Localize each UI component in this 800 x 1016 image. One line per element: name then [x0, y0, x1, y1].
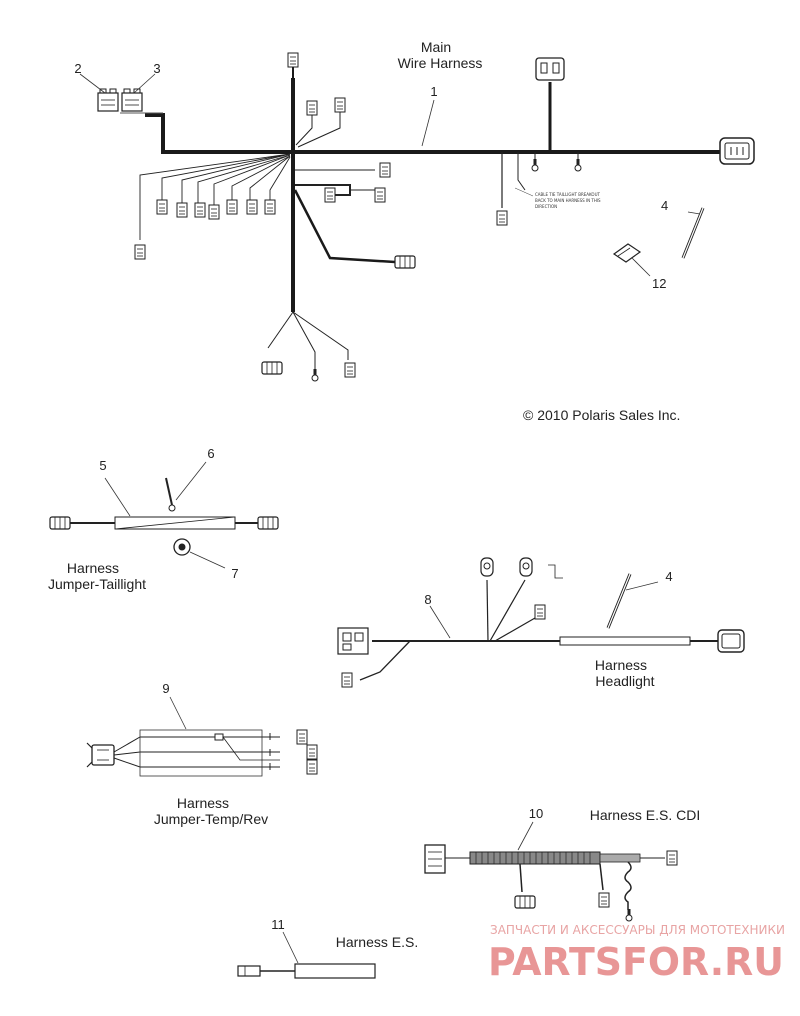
callout-7: 7: [231, 566, 238, 581]
main-end-connector: [719, 137, 755, 165]
connector-3: [121, 88, 143, 112]
main-branch-plug: [394, 255, 416, 269]
jtr-title-line2: Jumper-Temp/Rev: [154, 811, 268, 827]
jtr-terminal: [306, 759, 318, 775]
part-12-clip: [612, 243, 651, 277]
callout-5: 5: [99, 458, 106, 473]
callout-4-bottom: 4: [665, 569, 672, 584]
cdi-title: Harness E.S. CDI: [590, 807, 700, 823]
headlight-branch-connector: [534, 604, 546, 620]
main-branch-connector: [176, 202, 188, 218]
jtr-terminal: [306, 744, 318, 760]
main-branch-connector: [208, 204, 220, 220]
harness-jumper-taillight: [49, 477, 279, 530]
main-branch-connector: [194, 202, 206, 218]
main-branch-connector: [246, 199, 258, 215]
watermark-logo: PARTSFOR.RU: [488, 940, 784, 984]
cdi-ring-terminal: [625, 908, 633, 922]
callout-9: 9: [162, 681, 169, 696]
main-branch-connector: [496, 210, 508, 226]
jtr-terminal: [296, 729, 308, 745]
cdi-left-connector: [424, 844, 446, 874]
callout-8: 8: [424, 592, 431, 607]
jt-left-connector: [49, 516, 71, 530]
headlight-branch-connector: [341, 672, 353, 688]
cable-note-line-3: DIRECTION: [535, 204, 557, 209]
main-branch-connector: [226, 199, 238, 215]
jt-title-line1: Harness: [67, 560, 119, 576]
main-harness-title-line1: Main: [421, 39, 451, 55]
main-branch-connector: [156, 199, 168, 215]
main-bottom-connector: [344, 362, 356, 378]
callout-6: 6: [207, 446, 214, 461]
main-top-connector: [287, 52, 299, 68]
copyright-text: © 2010 Polaris Sales Inc.: [523, 407, 680, 423]
cable-note-line-1: CABLE TIE TAILLIGHT BREAKOUT: [535, 192, 600, 197]
main-branch-connector: [134, 244, 146, 260]
main-branch-connector: [324, 187, 336, 203]
watermark-tagline: ЗАПЧАСТИ И АКСЕССУАРЫ ДЛЯ МОТОТЕХНИКИ: [490, 923, 785, 937]
part-6-pin: [165, 461, 207, 512]
part-7-grommet: [173, 538, 226, 569]
connector-2: [97, 88, 119, 112]
callout-1: 1: [430, 84, 437, 99]
jt-right-connector: [257, 516, 279, 530]
main-branch-connector: [374, 187, 386, 203]
part-4-cable-tie-top: [681, 207, 705, 259]
headlight-bulb-socket: [480, 557, 494, 577]
cdi-branch-connector: [514, 895, 536, 909]
main-branch-connector: [379, 162, 391, 178]
main-bottom-connector: [261, 361, 283, 375]
main-wire-harness: CABLE TIE TAILLIGHT BREAKOUT BACK TO MAI…: [79, 52, 755, 382]
callout-2: 2: [74, 61, 81, 76]
jt-title-line2: Jumper-Taillight: [48, 576, 146, 592]
main-branch-terminal: [574, 158, 582, 172]
callout-11: 11: [271, 917, 285, 932]
headlight-bulb-socket: [519, 557, 533, 577]
main-branch-terminal: [531, 158, 539, 172]
cdi-branch-connector: [598, 892, 610, 908]
callout-3: 3: [153, 61, 160, 76]
jtr-left-connector: [86, 742, 115, 768]
es-title: Harness E.S.: [336, 934, 418, 950]
harness-es-cdi: [424, 821, 678, 922]
callout-12: 12: [652, 276, 666, 291]
jtr-title-line1: Harness: [177, 795, 229, 811]
main-branch-connector: [334, 97, 346, 113]
main-bottom-terminal: [311, 368, 319, 382]
main-top-right-connector: [535, 57, 565, 81]
cdi-right-connector: [666, 850, 678, 866]
main-branch-connector: [264, 199, 276, 215]
headlight-end-connector: [717, 629, 745, 653]
cable-note-line-2: BACK TO MAIN HARNESS IN THIS: [535, 198, 601, 203]
harness-jumper-temp-rev: [86, 696, 318, 777]
callout-10: 10: [529, 806, 543, 821]
hl-title-line1: Harness: [595, 657, 647, 673]
harness-headlight: [337, 557, 745, 688]
main-branch-connector: [306, 100, 318, 116]
harness-es: [237, 931, 376, 979]
headlight-left-connector: [337, 627, 369, 655]
hl-title-line2: Headlight: [595, 673, 654, 689]
main-harness-title-line2: Wire Harness: [398, 55, 483, 71]
callout-4-top: 4: [661, 198, 668, 213]
part-4-cable-tie-bottom: [606, 573, 659, 629]
